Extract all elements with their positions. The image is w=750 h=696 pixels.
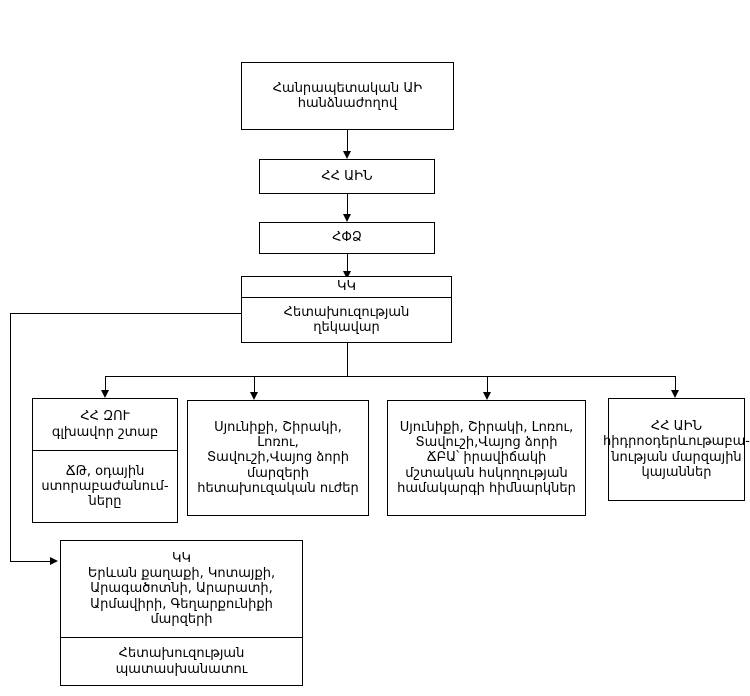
node-monitoring-institutions-label: Սյունիքի, Շիրակի, Լոռու, Տավուշի,Վայոց ձ… [397, 419, 576, 496]
connector-bus-to-regional-recon-forces [254, 376, 255, 392]
node-hydromet-stations-label: ՀՀ ԱԻՆ հիդրոօդերևութաբա- նության մարզայի… [603, 418, 750, 480]
node-kk-head-body: Հետախուզության ղեկավար [283, 304, 410, 335]
connector-bus-to-armed-forces-staff [105, 376, 106, 390]
arrow-bus-to-regional-recon-forces [250, 392, 258, 400]
connector-kk-head-left-stub [10, 313, 242, 314]
node-hpdz[interactable]: ՀՓՁ [259, 222, 435, 254]
node-regional-recon-forces-label: Սյունիքի, Շիրակի, Լոռու, Տավուշի,Վայոց ձ… [197, 419, 359, 496]
arrow-bus-to-hydromet-stations [671, 390, 679, 398]
node-regional-recon-forces[interactable]: Սյունիքի, Շիրակի, Լոռու, Տավուշի,Վայոց ձ… [187, 400, 369, 516]
node-kk-regions[interactable]: ԿԿ Երևան քաղաքի, Կոտայքի, Արագածոտնի, Ար… [60, 540, 303, 686]
node-armed-forces-staff-header: ՀՀ ԶՈՒ գլխավոր շտաբ [33, 399, 177, 451]
node-kk-regions-body: Հետախուզության պատասխանատու [115, 646, 248, 677]
node-armed-forces-staff[interactable]: ՀՀ ԶՈՒ գլխավոր շտաբ ՃԹ, օդային ստորաբաժա… [32, 398, 178, 523]
node-kk-head[interactable]: ԿԿ Հետախուզության ղեկավար [241, 276, 452, 343]
node-kk-head-header: ԿԿ [242, 277, 451, 298]
node-mes[interactable]: ՀՀ ԱԻՆ [259, 159, 435, 194]
arrow-mes-to-hpdz [343, 214, 351, 222]
node-republican-commission[interactable]: Հանրապետական ԱԻ հանձնաժողով [241, 62, 454, 130]
node-armed-forces-staff-body: ՃԹ, օդային ստորաբաժանում- ները [41, 463, 169, 510]
node-mes-label: ՀՀ ԱԻՆ [321, 168, 373, 184]
arrow-left-spine-to-kk-regions [50, 557, 58, 565]
node-hpdz-label: ՀՓՁ [332, 230, 362, 246]
connector-bus-to-monitoring-institutions [487, 376, 488, 392]
connector-kk-head-to-bus [347, 343, 348, 376]
connector-hpdz-to-kk-head [347, 254, 348, 271]
arrow-bus-to-armed-forces-staff [101, 390, 109, 398]
distribution-bus [105, 376, 675, 377]
arrow-commission-to-mes [343, 151, 351, 159]
node-monitoring-institutions[interactable]: Սյունիքի, Շիրակի, Լոռու, Տավուշի,Վայոց ձ… [387, 400, 586, 516]
connector-commission-to-mes [347, 130, 348, 151]
node-kk-regions-header: ԿԿ Երևան քաղաքի, Կոտայքի, Արագածոտնի, Ար… [61, 541, 302, 638]
connector-bus-to-hydromet-stations [675, 376, 676, 390]
node-republican-commission-label: Հանրապետական ԱԻ հանձնաժողով [272, 80, 423, 111]
connector-left-spine-to-kk-regions [10, 561, 50, 562]
arrow-hpdz-to-kk-head [343, 271, 351, 279]
node-hydromet-stations[interactable]: ՀՀ ԱԻՆ հիդրոօդերևութաբա- նության մարզայի… [603, 398, 750, 501]
arrow-bus-to-monitoring-institutions [483, 392, 491, 400]
connector-left-spine [10, 313, 11, 561]
connector-mes-to-hpdz [347, 194, 348, 214]
